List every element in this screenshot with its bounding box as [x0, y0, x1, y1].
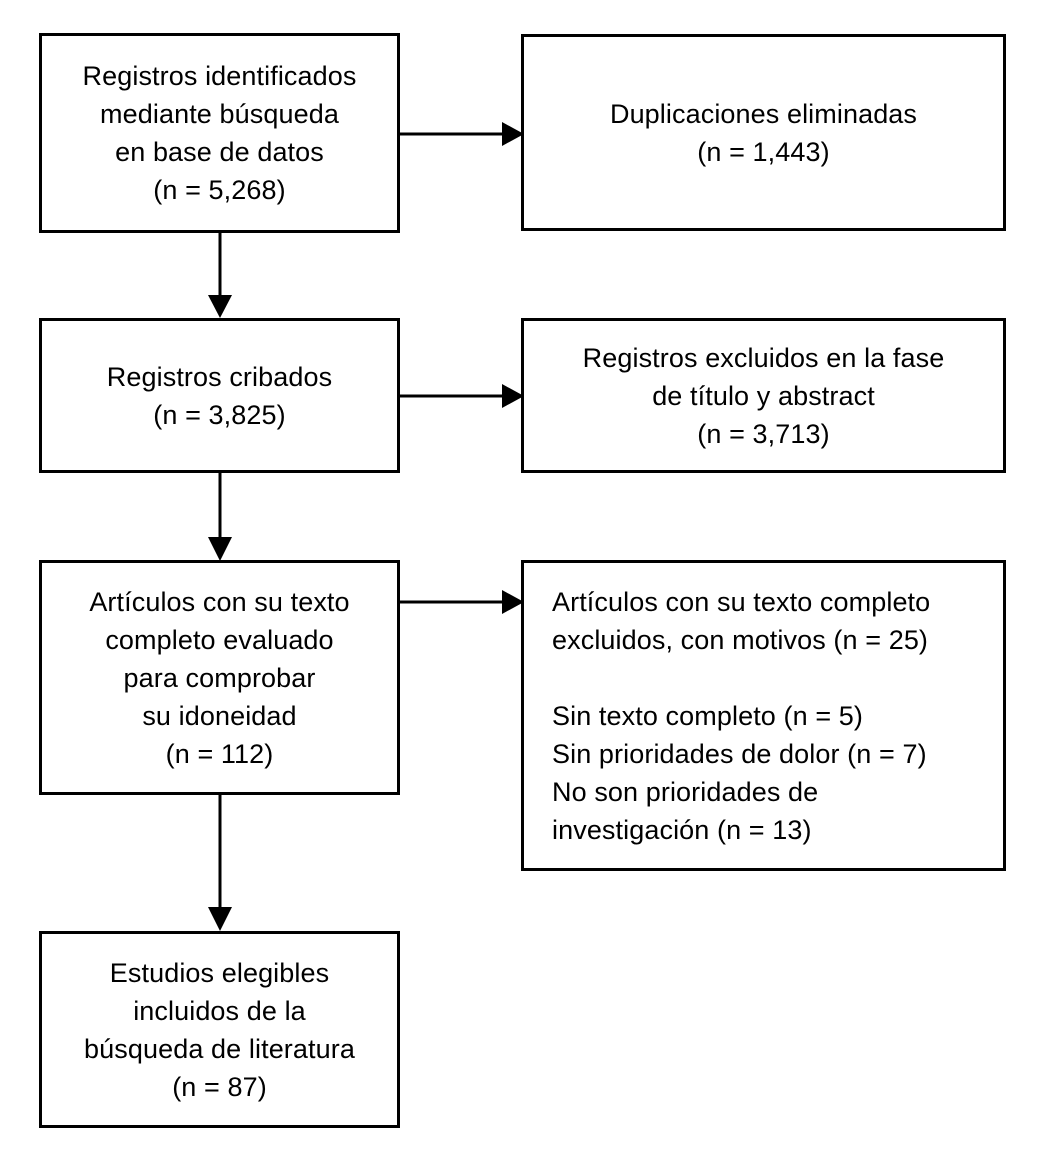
box-count-label: excluidos, con motivos (n = 25)	[552, 624, 929, 655]
box-text-line: Registros identificados	[82, 61, 357, 91]
box-count-label: (n = 87)	[172, 1071, 267, 1102]
arrow-screened-to-fulltext	[206, 473, 234, 562]
box-text-line: Duplicaciones eliminadas	[609, 98, 918, 129]
records-screened-box: Registros cribados (n = 3,825)	[39, 318, 400, 473]
box-text-line: Estudios elegibles	[109, 957, 330, 988]
box-text-line: en base de datos	[115, 137, 324, 167]
box-text-line: de título y abstract	[652, 380, 875, 411]
box-text-line: Registros excluidos en la fase	[582, 342, 945, 373]
arrow-fulltext-to-excluded	[400, 588, 526, 616]
box-count-label: (n = 3,825)	[153, 399, 286, 430]
box-text-line: incluidos de la	[133, 995, 306, 1026]
box-text-line: Artículos con su texto	[89, 586, 350, 617]
box-text-line: su idoneidad	[142, 700, 297, 731]
studies-included-box: Estudios elegibles incluidos de la búsqu…	[39, 931, 400, 1128]
duplicates-removed-box: Duplicaciones eliminadas (n = 1,443)	[521, 34, 1006, 231]
exclusion-reason-line: Sin prioridades de dolor (n = 7)	[552, 738, 927, 769]
records-identified-box: Registros identificados mediante búsqued…	[39, 33, 400, 233]
records-excluded-box: Registros excluidos en la fase de título…	[521, 318, 1006, 473]
box-count-label: (n = 5,268)	[153, 175, 286, 205]
box-count-label: (n = 3,713)	[697, 418, 830, 449]
box-text-line: para comprobar	[123, 662, 316, 693]
box-count-label: (n = 1,443)	[697, 136, 830, 167]
arrow-fulltext-to-included	[206, 795, 234, 933]
exclusion-reason-line: No son prioridades de	[552, 776, 819, 807]
box-text-line: completo evaluado	[105, 624, 334, 655]
exclusion-reason-line: Sin texto completo (n = 5)	[552, 700, 864, 731]
fulltext-assessed-box: Artículos con su texto completo evaluado…	[39, 560, 400, 795]
fulltext-excluded-box: Artículos con su texto completo excluido…	[521, 560, 1006, 871]
box-text-line: búsqueda de literatura	[84, 1033, 355, 1064]
box-count-label: (n = 112)	[165, 738, 274, 769]
box-text-line: Registros cribados	[106, 361, 333, 392]
arrow-identified-to-duplicates	[400, 120, 526, 148]
arrow-identified-to-screened	[206, 233, 234, 319]
arrow-screened-to-excluded	[400, 382, 526, 410]
exclusion-reason-line: investigación (n = 13)	[552, 814, 812, 845]
box-text-line: Artículos con su texto completo	[552, 586, 931, 617]
box-text-line: mediante búsqueda	[100, 99, 339, 129]
